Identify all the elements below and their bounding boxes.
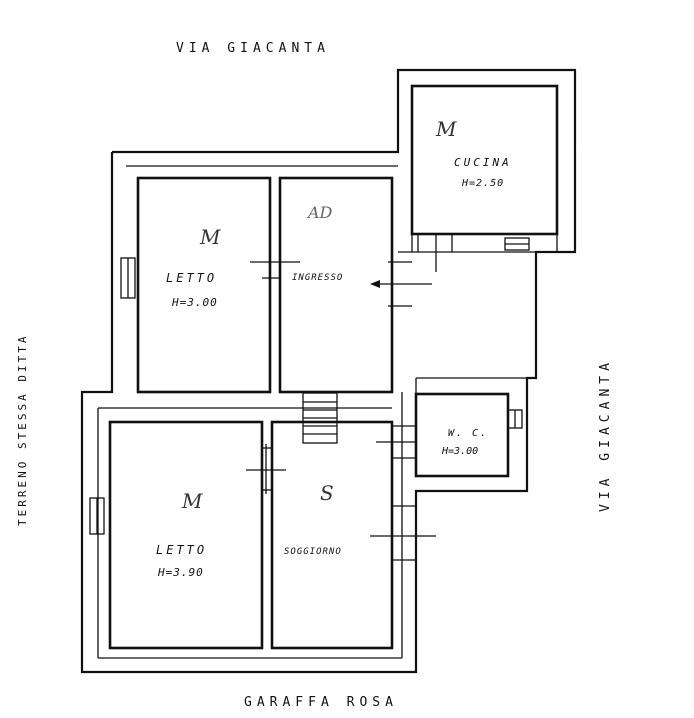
- street-label-top: VIA GIACANTA: [176, 41, 330, 56]
- street-label-left: TERRENO STESSA DITTA: [16, 334, 29, 526]
- cucina-name: CUCINA: [454, 156, 512, 169]
- letto-top-height: H=3.00: [171, 296, 218, 309]
- soggiorno-room: [270, 420, 394, 650]
- letto-bottom-mark: M: [181, 489, 203, 513]
- letto-bottom-height: H=3.90: [157, 566, 204, 579]
- wc-height: H=3.00: [441, 446, 478, 457]
- cucina-room: [410, 84, 559, 236]
- letto-top-mark: M: [199, 225, 221, 249]
- letto-top-room: [136, 176, 272, 394]
- wc-room: [414, 392, 510, 478]
- door-marks: [246, 234, 453, 561]
- corridor-lines: [97, 234, 575, 659]
- street-label-right: VIA GIACANTA: [598, 358, 613, 512]
- soggiorno-name: SOGGIORNO: [284, 547, 342, 557]
- cucina-mark: M: [435, 117, 457, 141]
- windows: [89, 237, 530, 535]
- ingresso-name: INGRESSO: [292, 273, 343, 283]
- stairs: [302, 392, 338, 444]
- wc-name: W. C.: [448, 428, 488, 439]
- letto-top-name: LETTO: [166, 271, 217, 285]
- letto-bottom-room: [108, 420, 264, 650]
- ingresso-room: [278, 176, 394, 394]
- street-label-bottom: GARAFFA ROSA: [244, 695, 398, 710]
- cucina-wall-line: [412, 85, 558, 252]
- entrance-arrow: [370, 280, 432, 288]
- cucina-height: H=2.50: [461, 178, 504, 189]
- soggiorno-mark: S: [320, 481, 334, 505]
- ingresso-mark: AD: [306, 203, 333, 222]
- letto-bottom-name: LETTO: [156, 543, 207, 557]
